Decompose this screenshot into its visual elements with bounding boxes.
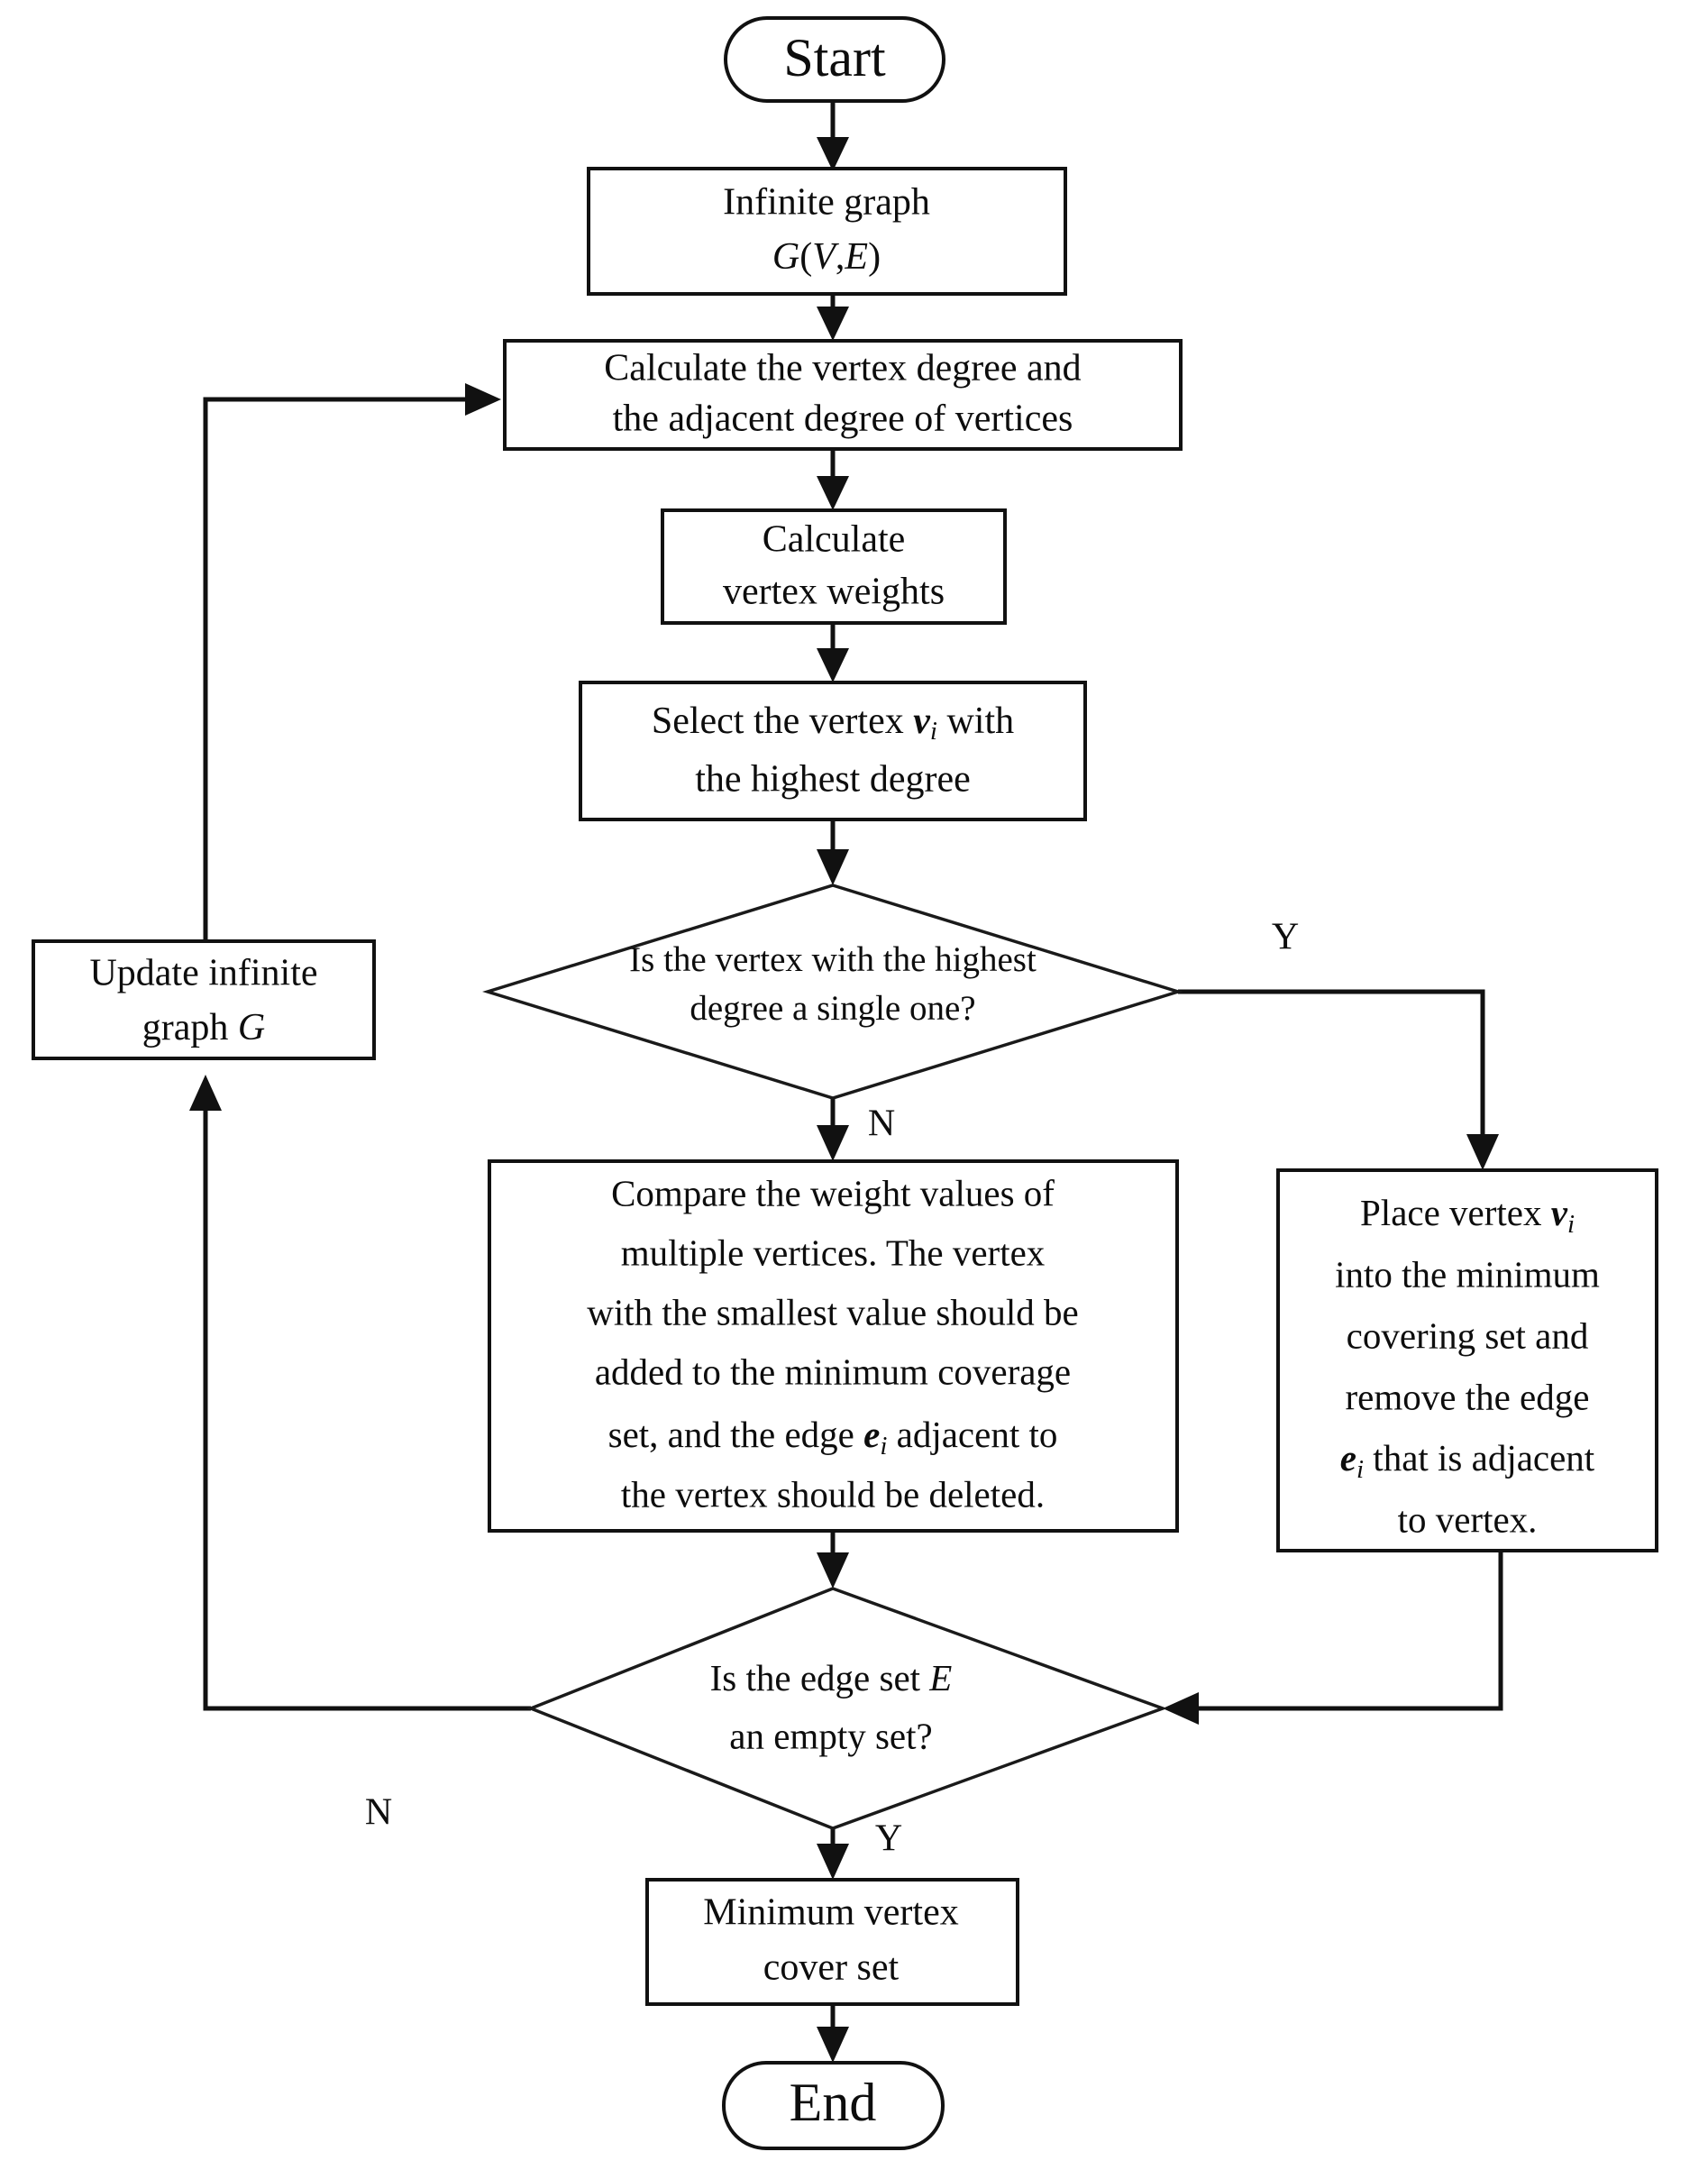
connector-calculate-degree-to-calculate-weights: [817, 448, 849, 510]
graph-symbol-g-update: G: [238, 1007, 265, 1048]
edge-set-symbol: E: [844, 236, 868, 278]
node-decision-empty-line1: Is the edge set E: [710, 1657, 953, 1698]
connector-min-cover-set-to-end: [817, 2004, 849, 2063]
node-min-cover-set[interactable]: Minimum vertex cover set: [645, 1878, 1019, 2006]
paren-open: (: [799, 236, 812, 278]
connector-decision-empty-no-to-update-graph: [189, 1075, 531, 1711]
connector-compare-to-decision-empty: [817, 1531, 849, 1589]
node-place-vertex-line3: covering set and: [1347, 1314, 1589, 1356]
comma: ,: [836, 236, 845, 278]
compare-edge-text-pre: set, and the edge: [608, 1414, 863, 1455]
node-min-cover-set-line1: Minimum vertex: [703, 1892, 958, 1934]
node-decision-single-line1: Is the vertex with the highest: [629, 940, 1037, 979]
vertex-subscript-i: i: [930, 717, 937, 746]
graph-symbol-g: G: [772, 236, 799, 278]
node-select-vertex-line2: the highest degree: [695, 759, 971, 801]
node-calculate-weights-line1: Calculate: [763, 519, 906, 561]
node-decision-empty-line2: an empty set?: [729, 1715, 932, 1756]
connector-decision-single-yes-to-place-vertex: [1178, 989, 1499, 1170]
place-edge-text-post: that is adjacent: [1364, 1437, 1595, 1479]
paren-close: ): [868, 236, 881, 278]
node-infinite-graph-line1: Infinite graph: [723, 182, 930, 224]
node-compare-weights-line1: Compare the weight values of: [611, 1172, 1055, 1213]
node-place-vertex-line4: remove the edge: [1346, 1376, 1590, 1417]
node-place-vertex-line5: ei that is adjacent: [1340, 1437, 1595, 1483]
node-compare-weights-line2: multiple vertices. The vertex: [621, 1231, 1046, 1273]
edge-subscript-i: i: [880, 1432, 887, 1460]
place-vertex-text-pre: Place vertex: [1360, 1192, 1551, 1233]
node-infinite-graph-line2: G(V,E): [772, 236, 881, 278]
connector-update-graph-to-calculate-degree: [203, 383, 501, 941]
vertex-symbol-v: v: [913, 700, 931, 742]
edge-label-empty-no: N: [365, 1792, 392, 1834]
node-update-graph-line2: graph G: [142, 1007, 265, 1048]
connector-select-vertex-to-decision-single: [817, 819, 849, 885]
node-start-label: Start: [783, 28, 886, 87]
vertex-symbol-v-place: v: [1551, 1192, 1568, 1233]
node-start[interactable]: Start: [724, 16, 945, 103]
node-calculate-degree-line1: Calculate the vertex degree and: [604, 348, 1081, 389]
node-end[interactable]: End: [722, 2061, 945, 2150]
select-vertex-text-pre: Select the vertex: [652, 700, 913, 742]
node-decision-empty[interactable]: Is the edge set E an empty set?: [526, 1587, 1168, 1830]
node-select-vertex-line1: Select the vertex vi with: [652, 700, 1014, 746]
node-compare-weights-line3: with the smallest value should be: [587, 1291, 1078, 1332]
edge-symbol-e-place: e: [1340, 1437, 1356, 1479]
connector-place-vertex-to-decision-empty: [1163, 1551, 1503, 1725]
edge-label-single-no: N: [868, 1103, 895, 1145]
node-end-label: End: [790, 2073, 877, 2132]
node-update-graph-line1: Update infinite: [89, 953, 317, 994]
select-vertex-text-post: with: [937, 700, 1014, 742]
node-calculate-weights-line2: vertex weights: [723, 572, 945, 613]
edge-symbol-e: e: [863, 1414, 880, 1455]
node-calculate-degree-line2: the adjacent degree of vertices: [613, 398, 1073, 440]
node-select-vertex[interactable]: Select the vertex vi with the highest de…: [579, 681, 1087, 821]
connector-calculate-weights-to-select-vertex: [817, 622, 849, 682]
connector-start-to-infinite-graph: [817, 99, 849, 171]
node-update-graph[interactable]: Update infinite graph G: [32, 939, 376, 1060]
connector-infinite-graph-to-calculate-degree: [817, 293, 849, 341]
node-place-vertex[interactable]: Place vertex vi into the minimum coverin…: [1276, 1168, 1658, 1552]
edge-set-text-pre: Is the edge set: [710, 1657, 930, 1698]
node-compare-weights-line6: the vertex should be deleted.: [621, 1473, 1045, 1515]
node-calculate-weights[interactable]: Calculate vertex weights: [661, 508, 1007, 625]
compare-edge-text-post: adjacent to: [887, 1414, 1057, 1455]
node-decision-single-line2: degree a single one?: [690, 989, 975, 1028]
edge-set-symbol-e: E: [928, 1657, 952, 1698]
vertex-subscript-i-place: i: [1567, 1210, 1575, 1239]
node-compare-weights-line4: added to the minimum coverage: [595, 1351, 1071, 1392]
node-infinite-graph[interactable]: Infinite graph G(V,E): [587, 167, 1067, 296]
node-compare-weights[interactable]: Compare the weight values of multiple ve…: [488, 1159, 1179, 1533]
update-graph-text-pre: graph: [142, 1007, 238, 1048]
node-min-cover-set-line2: cover set: [763, 1947, 900, 1989]
node-place-vertex-line1: Place vertex vi: [1360, 1192, 1575, 1238]
edge-subscript-i-place: i: [1356, 1455, 1364, 1484]
node-compare-weights-line5: set, and the edge ei adjacent to: [608, 1414, 1058, 1460]
node-place-vertex-line2: into the minimum: [1335, 1253, 1600, 1295]
edge-label-empty-yes: Y: [875, 1818, 902, 1860]
vertex-set-symbol: V: [812, 236, 839, 278]
edge-label-single-yes: Y: [1272, 917, 1299, 958]
node-decision-single[interactable]: Is the vertex with the highest degree a …: [482, 884, 1183, 1100]
node-place-vertex-line6: to vertex.: [1398, 1498, 1538, 1540]
node-calculate-degree[interactable]: Calculate the vertex degree and the adja…: [503, 339, 1183, 451]
